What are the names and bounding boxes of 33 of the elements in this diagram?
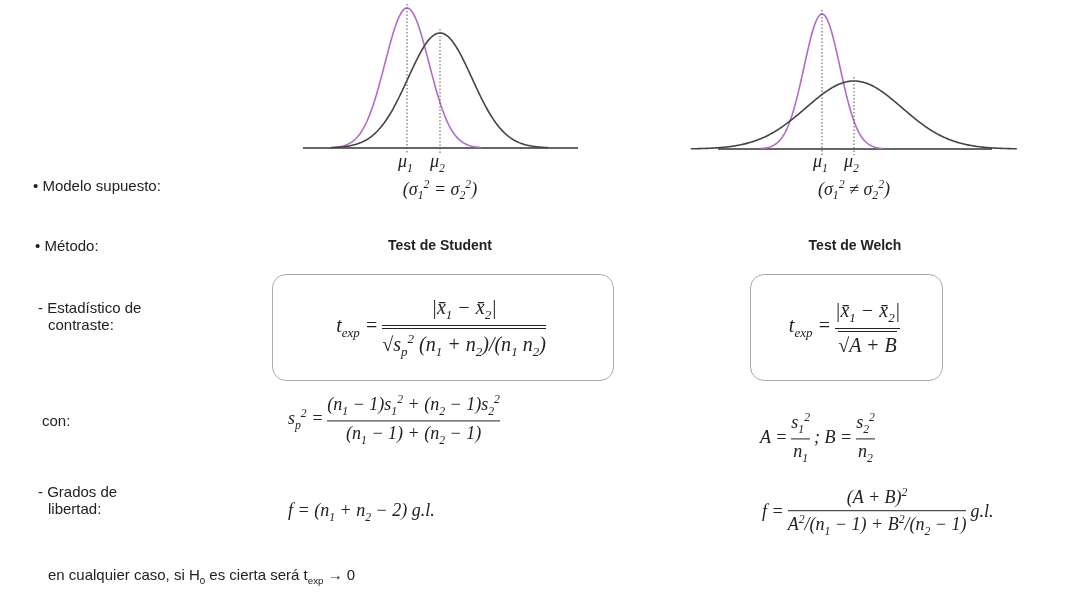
formula: A = — [760, 427, 788, 449]
mean-label: μ$_{2}$ — [844, 151, 859, 175]
mean-label: μ$_{1}$ — [398, 151, 413, 175]
mean-label: μ$_{2}$ — [430, 151, 445, 175]
variance-condition: (σ$_{1}$$^{2}$ ≠ σ$_{2}$$^{2}$) — [818, 177, 890, 203]
formula-box — [272, 274, 614, 381]
denominator: n$_{2}$ — [858, 441, 873, 465]
method-heading: Test de Student — [388, 237, 492, 253]
formula: f = — [762, 501, 784, 523]
formula: ; B = — [814, 427, 853, 449]
row-label: - Estadístico de contraste: — [38, 299, 143, 333]
formula-lhs: t$_{exp}$ = — [336, 314, 379, 341]
denominator: n$_{1}$ — [793, 441, 809, 465]
formula: f = (n$_{1}$ + n$_{2}$ − 2) g.l. — [288, 500, 435, 524]
formula: g.l. — [970, 501, 994, 523]
variance-condition: (σ$_{1}$$^{2}$ = σ$_{2}$$^{2}$) — [402, 177, 478, 203]
denominator: √A + B — [838, 330, 897, 357]
denominator: A$^{2}$/(n$_{1}$ − 1) + B$^{2}$/(n$_{2}$ − 1) — [787, 513, 967, 538]
note: en cualquier caso, si H$_{0}$ es cierta será t$_{exp}$ → 0 — [48, 566, 356, 586]
row-label: - Grados de libertad: — [38, 483, 119, 517]
method-heading: Test de Welch — [808, 237, 902, 253]
numerator: |x̄$_{1}$ − x̄$_{2}$| — [834, 298, 901, 326]
numerator: (A + B)$^{2}$ — [846, 486, 908, 509]
row-label: con: — [42, 411, 71, 429]
formula-box — [750, 274, 943, 381]
formula: s$_{p}$$^{2}$ = — [288, 407, 324, 433]
numerator: |x̄$_{1}$ − x̄$_{2}$| — [431, 295, 497, 323]
section-label: • Método: — [35, 236, 99, 254]
formula-lhs: t$_{exp}$ = — [788, 314, 831, 341]
denominator: (n$_{1}$ − 1) + (n$_{2}$ − 1) — [346, 423, 482, 447]
denominator: √s$_{p}$$^{2}$ (n$_{1}$ + n$_{2}$)/(n$_{1}$ n$_{2}$) — [382, 327, 546, 360]
mean-label: μ$_{1}$ — [813, 151, 828, 175]
section-label: • Modelo supuesto: — [33, 176, 161, 194]
